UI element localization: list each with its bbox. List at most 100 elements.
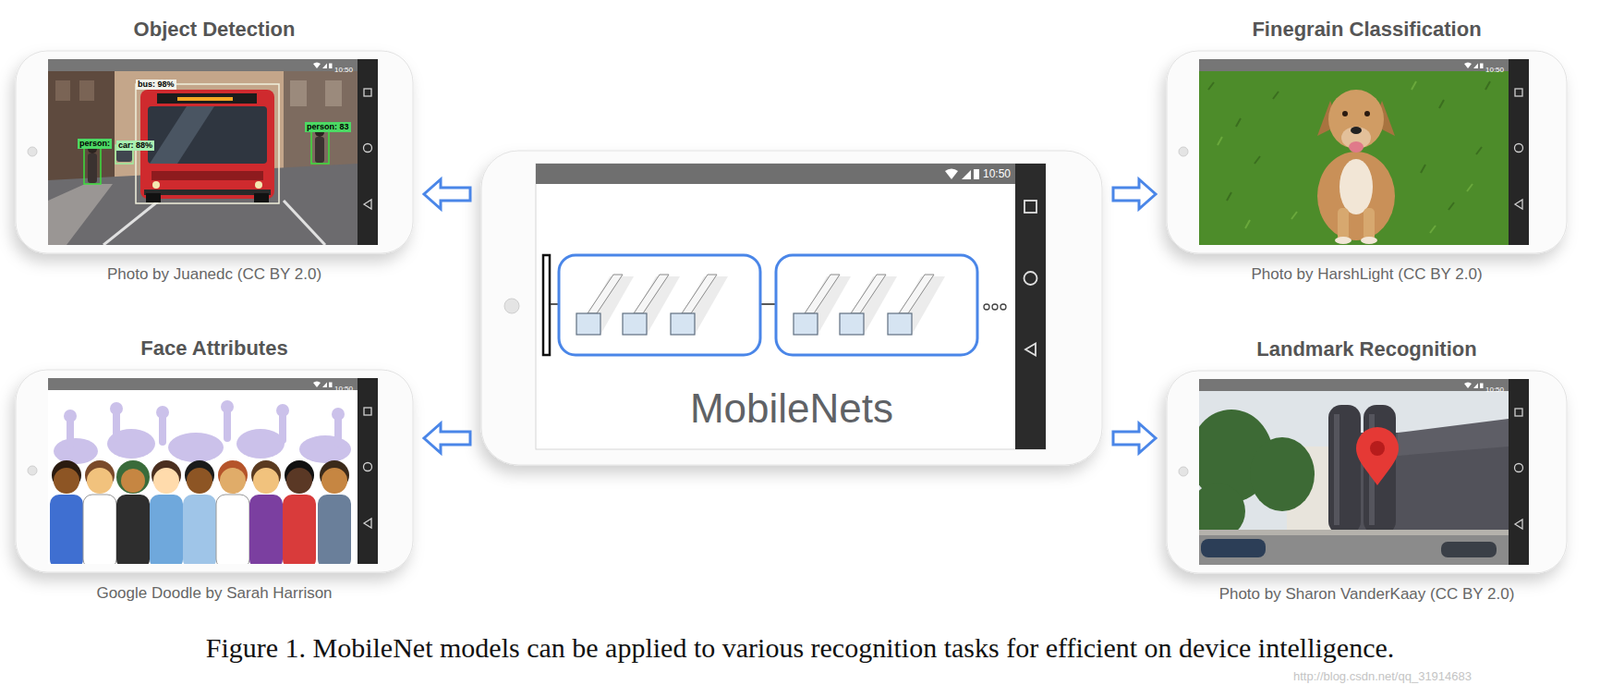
doodle-picture <box>299 435 352 463</box>
status-icons <box>313 61 321 69</box>
doodle-picture <box>223 408 231 442</box>
status-icons <box>945 168 980 180</box>
doodle-picture <box>156 405 170 419</box>
status-icons <box>322 382 328 388</box>
doodle-picture <box>220 400 234 413</box>
phone-body <box>1166 50 1567 254</box>
home-button <box>504 298 520 314</box>
figure-caption: Figure 1. MobileNet models can be applie… <box>0 631 1600 664</box>
landmark-photo <box>1189 409 1315 539</box>
dog-photo <box>1350 126 1362 134</box>
cartoon-person <box>83 494 117 569</box>
ellipsis-dots <box>983 303 990 310</box>
ellipsis-dots <box>983 303 1007 310</box>
phone-body <box>15 369 413 572</box>
status-icons <box>1479 63 1484 70</box>
cartoon-person <box>321 467 348 494</box>
landmark-photo <box>1356 426 1399 485</box>
cartoon-person <box>86 467 113 494</box>
doodle-picture <box>158 413 167 446</box>
status-bar <box>1199 378 1509 391</box>
phone-body <box>15 50 413 254</box>
nav-icons <box>1515 144 1524 153</box>
landmark-photo <box>1199 533 1509 565</box>
nav-icons <box>1024 200 1038 356</box>
street-photo <box>147 106 267 164</box>
phone-body <box>481 150 1103 465</box>
doodle-picture <box>109 401 123 415</box>
street-photo <box>149 106 215 164</box>
watermark: http://blog.csdn.net/qq_31914683 <box>1293 668 1472 683</box>
status-icons <box>328 63 333 70</box>
dog-photo <box>1342 110 1348 117</box>
nav-icons <box>363 518 372 528</box>
status-time: 10:50 <box>334 382 353 395</box>
street-photo <box>79 80 95 101</box>
doodle-picture <box>63 409 77 423</box>
status-icons <box>961 169 971 180</box>
task-title: Face Attributes <box>15 336 413 361</box>
doodle-picture <box>334 415 342 448</box>
status-icons <box>1473 383 1479 389</box>
layer-block <box>775 254 978 355</box>
nav-icons <box>1024 271 1038 285</box>
nav-icons <box>1024 200 1037 213</box>
street-photo <box>283 200 326 245</box>
cartoon-person <box>219 467 246 494</box>
street-photo <box>48 71 115 184</box>
ellipsis-dots <box>992 303 998 310</box>
task-title: Landmark Recognition <box>1166 337 1567 362</box>
task-phone: Finegrain ClassificationPhoto by HarshLi… <box>1166 50 1567 254</box>
cartoon-person <box>149 494 183 569</box>
status-icons <box>1464 381 1472 388</box>
phone-body <box>481 150 1103 465</box>
nav-icons <box>363 88 372 97</box>
landmark-photo <box>1397 418 1509 456</box>
cartoon-person <box>53 467 80 494</box>
street-photo <box>254 193 269 203</box>
street-photo <box>177 96 233 101</box>
status-icons <box>1479 383 1484 389</box>
layer-block <box>558 254 761 355</box>
task-phone: Face AttributesGoogle Doodle by Sarah Ha… <box>15 369 413 572</box>
doodle-picture <box>53 400 352 464</box>
task-title: Finegrain Classification <box>1166 17 1567 42</box>
hollow-arrow <box>1113 423 1156 453</box>
status-icons <box>1464 61 1484 69</box>
detection-tag: person: <box>77 138 112 149</box>
cartoon-person <box>182 460 217 569</box>
detection-box <box>84 143 101 184</box>
dog-photo <box>1360 236 1378 244</box>
status-time: 10:50 <box>982 163 1011 184</box>
cartoon-person <box>149 460 183 569</box>
network-sketch <box>543 254 550 355</box>
landmark-photo <box>1441 541 1497 558</box>
ellipsis-dots <box>1000 303 1007 310</box>
home-button <box>1178 466 1188 476</box>
cartoon-person <box>49 494 84 569</box>
dog-photo <box>1364 110 1370 117</box>
nav-icons <box>1515 88 1524 209</box>
cartoon-person <box>116 460 150 569</box>
landmark-photo <box>1200 538 1266 558</box>
screen <box>48 59 378 245</box>
doodle-picture <box>48 389 358 569</box>
status-icons <box>1473 63 1479 70</box>
hollow-arrow <box>424 423 471 453</box>
dog-photo <box>1334 236 1352 244</box>
status-bar <box>48 59 358 72</box>
nav-icons <box>1515 408 1523 416</box>
street-photo <box>315 136 325 163</box>
detection-tag: bus: 98% <box>135 79 177 90</box>
status-icons <box>313 380 321 388</box>
cartoon-person <box>317 460 352 569</box>
status-time: 10:50 <box>1485 383 1504 396</box>
nav-bar <box>1015 163 1046 449</box>
landmark-photo <box>1199 529 1509 535</box>
status-time: 10:50 <box>1485 63 1504 76</box>
hollow-arrow <box>1113 179 1156 209</box>
landmark-photo <box>1328 404 1361 534</box>
nav-icons <box>1515 519 1523 529</box>
street-photo <box>157 93 257 104</box>
